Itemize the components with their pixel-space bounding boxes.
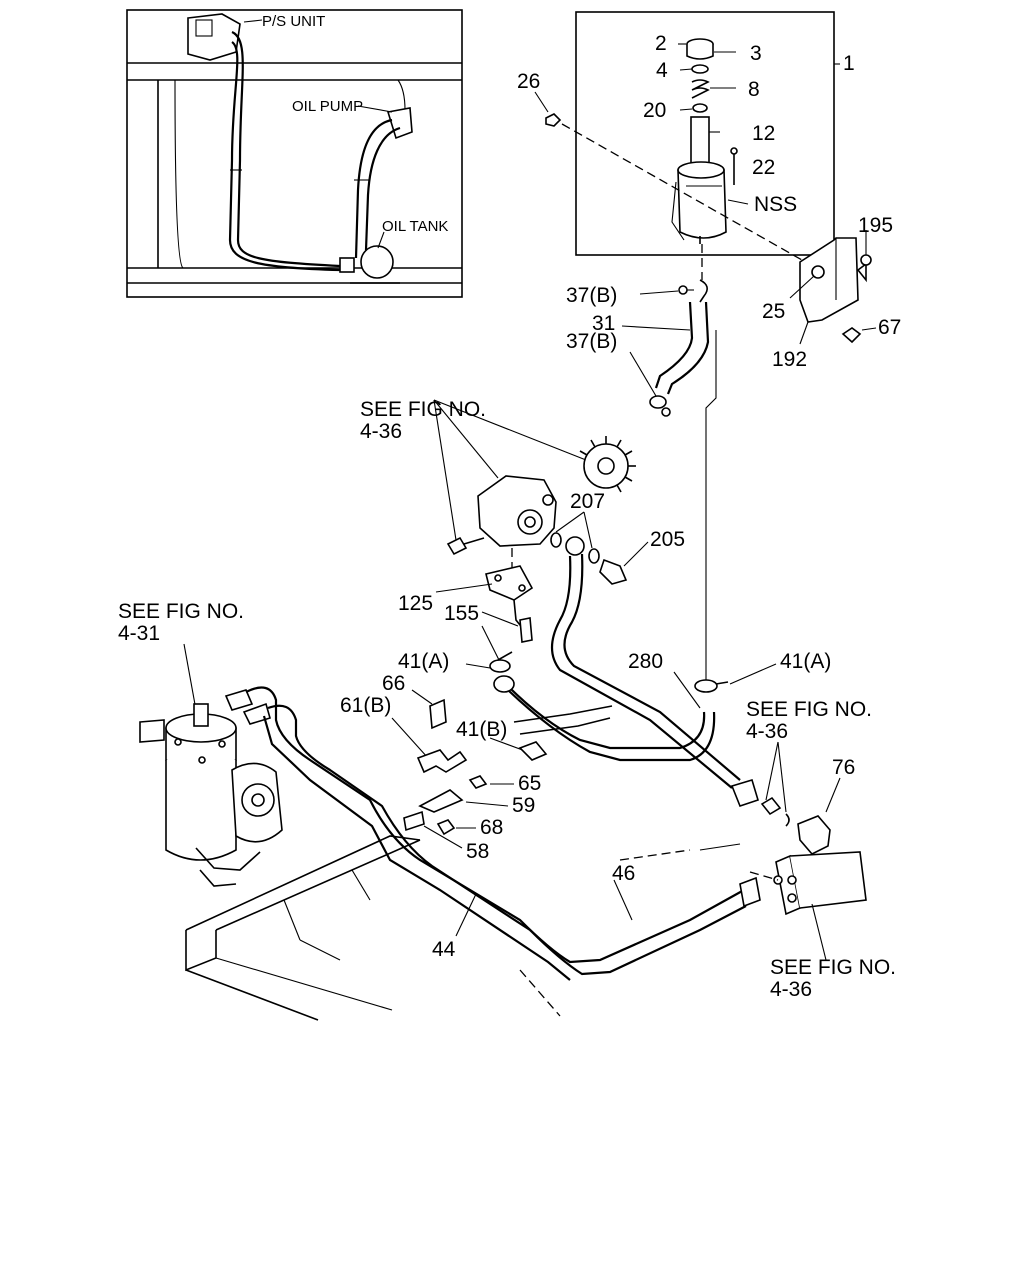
callout-22: 22 <box>752 156 775 179</box>
callout-205: 205 <box>650 528 685 551</box>
reservoir-callouts: 2 3 4 8 20 12 22 NSS 1 <box>643 32 855 216</box>
callout-46: 46 <box>612 862 635 885</box>
callout-3: 3 <box>750 42 762 65</box>
callout-37b-top: 37(B) <box>566 284 617 307</box>
callout-1: 1 <box>843 52 855 75</box>
mount-hardware: 65 59 68 58 <box>403 772 541 863</box>
callout-59: 59 <box>512 794 535 817</box>
callout-195: 195 <box>858 214 893 237</box>
callout-76: 76 <box>832 756 855 779</box>
see-fig-label: SEE FIG NO. <box>770 956 896 979</box>
banjo-fitting: 207 205 <box>550 490 685 585</box>
bracket-125: 125 155 <box>398 565 534 643</box>
callout-155: 155 <box>444 602 479 625</box>
callout-68: 68 <box>480 816 503 839</box>
see-fig-ref-pump: SEE FIG NO. 4-36 <box>360 398 587 541</box>
see-fig-label: SEE FIG NO. <box>118 600 244 623</box>
callout-8: 8 <box>748 78 760 101</box>
see-fig-label: SEE FIG NO. <box>746 698 872 721</box>
oil-pump <box>446 436 636 580</box>
system-overview-inset: P/S UNIT OIL PUMP OIL TANK <box>126 9 463 298</box>
steering-gearbox <box>139 689 283 887</box>
pipes-44-46: 46 44 <box>245 686 761 981</box>
callout-2: 2 <box>655 32 667 55</box>
oil-tank-label: OIL TANK <box>382 218 448 235</box>
callout-207: 207 <box>570 490 605 513</box>
callout-20: 20 <box>643 99 666 122</box>
see-fig-number: 4-36 <box>360 420 402 443</box>
lower-bracket: SEE FIG NO. 4-36 <box>749 851 896 1001</box>
callout-44: 44 <box>432 938 456 961</box>
see-fig-number: 4-36 <box>746 720 788 743</box>
callout-41a-left: 41(A) <box>398 650 449 673</box>
see-fig-ref-gearbox: SEE FIG NO. 4-31 <box>118 600 244 711</box>
callout-67: 67 <box>878 316 901 339</box>
ps-unit-label: P/S UNIT <box>262 13 325 30</box>
callout-192: 192 <box>772 348 807 371</box>
callout-41b: 41(B) <box>456 718 507 741</box>
callout-12: 12 <box>752 122 775 145</box>
reservoir-assembly <box>575 11 840 280</box>
chassis-frame <box>185 835 741 1021</box>
callout-26: 26 <box>517 70 540 93</box>
callout-66: 66 <box>382 672 405 695</box>
suction-hose-280: 41(A) 280 41(A) <box>398 625 831 762</box>
callout-125: 125 <box>398 592 433 615</box>
callout-25: 25 <box>762 300 785 323</box>
callout-280: 280 <box>628 650 663 673</box>
callout-61b: 61(B) <box>340 694 391 717</box>
callout-31: 31 <box>592 312 615 335</box>
bracket-192: 195 25 67 192 <box>762 214 901 371</box>
see-fig-number: 4-31 <box>118 622 160 645</box>
callout-65: 65 <box>518 772 541 795</box>
see-fig-ref-right: SEE FIG NO. 4-36 76 <box>746 698 872 855</box>
hose-31: 37(B) 31 37(B) <box>566 279 710 417</box>
callout-37b-bottom: 37(B) <box>566 330 617 353</box>
nut-26: 26 <box>517 70 803 261</box>
callout-4: 4 <box>656 59 668 82</box>
clamps-lower: 66 61(B) 41(B) <box>340 672 613 774</box>
oil-pump-label: OIL PUMP <box>292 98 363 115</box>
see-fig-number: 4-36 <box>770 978 812 1001</box>
callout-nss: NSS <box>754 193 797 216</box>
callout-58: 58 <box>466 840 489 863</box>
callout-41a-right: 41(A) <box>780 650 831 673</box>
see-fig-label: SEE FIG NO. <box>360 398 486 421</box>
